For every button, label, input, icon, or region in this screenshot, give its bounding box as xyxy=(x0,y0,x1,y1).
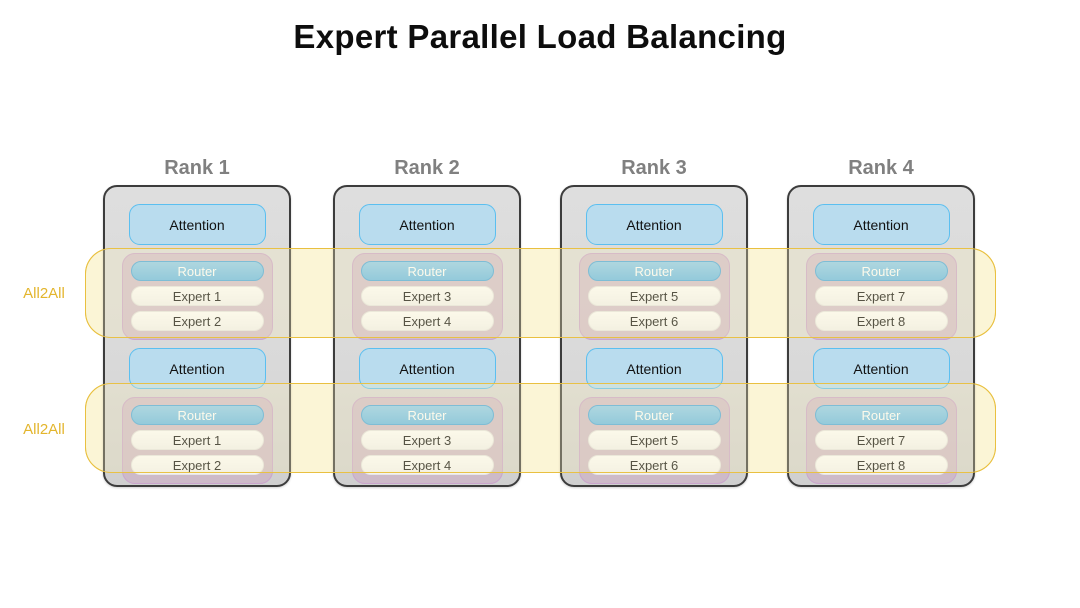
attention-block[interactable]: Attention xyxy=(585,204,723,245)
rank-column-1[interactable]: Attention Router Expert 1 Expert 2 Atten… xyxy=(103,185,291,487)
moe-group[interactable]: Router Expert 1 Expert 2 xyxy=(121,253,273,340)
rank-column-4[interactable]: Attention Router Expert 7 Expert 8 Atten… xyxy=(787,185,975,487)
expert-block[interactable]: Expert 5 xyxy=(587,286,721,306)
attention-block[interactable]: Attention xyxy=(358,204,496,245)
expert-block[interactable]: Expert 4 xyxy=(360,455,494,475)
attention-block[interactable]: Attention xyxy=(812,204,950,245)
router-block[interactable]: Router xyxy=(130,405,264,425)
router-block[interactable]: Router xyxy=(130,261,264,281)
expert-block[interactable]: Expert 7 xyxy=(814,430,948,450)
moe-group[interactable]: Router Expert 5 Expert 6 xyxy=(578,253,730,340)
attention-block[interactable]: Attention xyxy=(128,348,266,389)
expert-block[interactable]: Expert 8 xyxy=(814,311,948,331)
router-block[interactable]: Router xyxy=(360,261,494,281)
expert-block[interactable]: Expert 1 xyxy=(130,286,264,306)
rank-header-2: Rank 2 xyxy=(394,157,460,179)
moe-group[interactable]: Router Expert 7 Expert 8 xyxy=(805,253,957,340)
router-block[interactable]: Router xyxy=(587,261,721,281)
page-title: Expert Parallel Load Balancing xyxy=(293,18,787,55)
expert-block[interactable]: Expert 3 xyxy=(360,286,494,306)
all2all-label-1: All2All xyxy=(23,285,65,302)
expert-block[interactable]: Expert 6 xyxy=(587,311,721,331)
rank-header-3: Rank 3 xyxy=(621,157,687,179)
attention-block[interactable]: Attention xyxy=(128,204,266,245)
expert-block[interactable]: Expert 8 xyxy=(814,455,948,475)
expert-block[interactable]: Expert 1 xyxy=(130,430,264,450)
moe-group[interactable]: Router Expert 7 Expert 8 xyxy=(805,397,957,484)
rank-header-1: Rank 1 xyxy=(164,157,230,179)
expert-block[interactable]: Expert 7 xyxy=(814,286,948,306)
rank-column-3[interactable]: Attention Router Expert 5 Expert 6 Atten… xyxy=(560,185,748,487)
attention-block[interactable]: Attention xyxy=(585,348,723,389)
moe-group[interactable]: Router Expert 3 Expert 4 xyxy=(351,253,503,340)
expert-block[interactable]: Expert 4 xyxy=(360,311,494,331)
expert-block[interactable]: Expert 3 xyxy=(360,430,494,450)
moe-group[interactable]: Router Expert 5 Expert 6 xyxy=(578,397,730,484)
rank-column-2[interactable]: Attention Router Expert 3 Expert 4 Atten… xyxy=(333,185,521,487)
expert-block[interactable]: Expert 2 xyxy=(130,311,264,331)
attention-block[interactable]: Attention xyxy=(812,348,950,389)
expert-block[interactable]: Expert 5 xyxy=(587,430,721,450)
router-block[interactable]: Router xyxy=(814,405,948,425)
router-block[interactable]: Router xyxy=(360,405,494,425)
all2all-label-2: All2All xyxy=(23,421,65,438)
expert-block[interactable]: Expert 2 xyxy=(130,455,264,475)
moe-group[interactable]: Router Expert 3 Expert 4 xyxy=(351,397,503,484)
router-block[interactable]: Router xyxy=(814,261,948,281)
router-block[interactable]: Router xyxy=(587,405,721,425)
expert-block[interactable]: Expert 6 xyxy=(587,455,721,475)
rank-header-4: Rank 4 xyxy=(848,157,914,179)
attention-block[interactable]: Attention xyxy=(358,348,496,389)
moe-group[interactable]: Router Expert 1 Expert 2 xyxy=(121,397,273,484)
